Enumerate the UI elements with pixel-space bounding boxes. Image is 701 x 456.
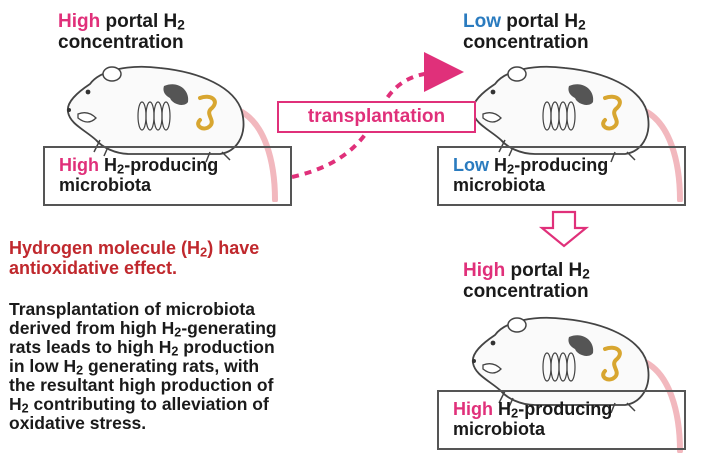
- antioxidative-note: Hydrogen molecule (H2) have antioxidativ…: [9, 238, 259, 278]
- top-left-heading-line2: concentration: [58, 32, 184, 53]
- bottom-right-box-text: High H2-producing microbiota: [453, 399, 612, 439]
- note-red-line1-end: ) have: [207, 238, 260, 258]
- top-right-box-rest: -producing: [514, 155, 609, 175]
- bottom-right-box-level: High: [453, 399, 493, 419]
- top-right-heading-sub: 2: [578, 17, 586, 33]
- down-arrow-icon: [538, 210, 590, 248]
- bottom-right-heading-line2: concentration: [463, 281, 589, 302]
- explanation-subscript: 2: [171, 344, 179, 359]
- top-left-box-text: High H2-producing microbiota: [59, 155, 218, 195]
- top-right-microbiota-box: Low H2-producing microbiota: [437, 146, 686, 206]
- explanation-text: generating rats, with: [83, 356, 260, 376]
- explanation-text: derived from high H: [9, 318, 175, 338]
- bottom-right-heading-rest: portal H: [510, 260, 583, 281]
- top-right-heading: Low portal H2 concentration: [463, 11, 589, 53]
- explanation-text: -generating: [181, 318, 277, 338]
- explanation-line: oxidative stress.: [9, 414, 277, 433]
- explanation-text: H: [9, 394, 22, 414]
- explanation-subscript: 2: [21, 401, 29, 416]
- explanation-line: the resultant high production of: [9, 376, 277, 395]
- explanation-text: production: [178, 337, 275, 357]
- explanation-subscript: 2: [76, 363, 84, 378]
- explanation-line: Transplantation of microbiota: [9, 300, 277, 319]
- top-right-box-line2: microbiota: [453, 175, 546, 195]
- top-right-box-sub: 2: [507, 161, 515, 177]
- explanation-line: derived from high H2-generating: [9, 318, 277, 340]
- explanation-text: Transplantation of microbiota: [9, 299, 255, 319]
- bottom-right-box-h: H: [498, 399, 512, 419]
- top-left-heading-rest: portal H: [105, 11, 178, 32]
- explanation-line: in low H2 generating rats, with: [9, 356, 277, 378]
- bottom-right-box-line2: microbiota: [453, 419, 546, 439]
- bottom-right-box-sub: 2: [511, 405, 519, 421]
- note-red-sub: 2: [200, 244, 208, 260]
- top-left-microbiota-box: High H2-producing microbiota: [43, 146, 292, 206]
- explanation-line: H2 contributing to alleviation of: [9, 394, 277, 416]
- top-left-level: High: [58, 11, 101, 32]
- bottom-right-box-rest: -producing: [518, 399, 613, 419]
- top-right-box-h: H: [494, 155, 508, 175]
- top-left-box-sub: 2: [117, 161, 125, 177]
- top-left-box-line2: microbiota: [59, 175, 152, 195]
- top-left-box-level: High: [59, 155, 99, 175]
- top-right-heading-line2: concentration: [463, 32, 589, 53]
- top-left-box-rest: -producing: [124, 155, 219, 175]
- explanation-text: the resultant high production of: [9, 375, 274, 395]
- transplantation-label: transplantation: [277, 101, 476, 133]
- explanation-subscript: 2: [174, 325, 182, 340]
- explanation-text: oxidative stress.: [9, 413, 147, 433]
- explanation-line: rats leads to high H2 production: [9, 337, 277, 359]
- top-right-heading-rest: portal H: [506, 11, 579, 32]
- explanation-text: rats leads to high H: [9, 337, 172, 357]
- note-red-line2: antioxidative effect.: [9, 258, 178, 278]
- top-right-box-text: Low H2-producing microbiota: [453, 155, 608, 195]
- top-left-box-h: H: [104, 155, 118, 175]
- bottom-right-heading: High portal H2 concentration: [463, 260, 590, 302]
- explanation-text: in low H: [9, 356, 77, 376]
- top-left-heading-sub: 2: [177, 17, 185, 33]
- top-left-heading: High portal H2 concentration: [58, 11, 185, 53]
- bottom-right-level: High: [463, 260, 506, 281]
- top-right-level: Low: [463, 11, 501, 32]
- note-red-line1: Hydrogen molecule (H: [9, 238, 201, 258]
- top-right-box-level: Low: [453, 155, 489, 175]
- explanation-text: contributing to alleviation of: [28, 394, 269, 414]
- bottom-right-microbiota-box: High H2-producing microbiota: [437, 390, 686, 450]
- bottom-right-heading-sub: 2: [582, 266, 590, 282]
